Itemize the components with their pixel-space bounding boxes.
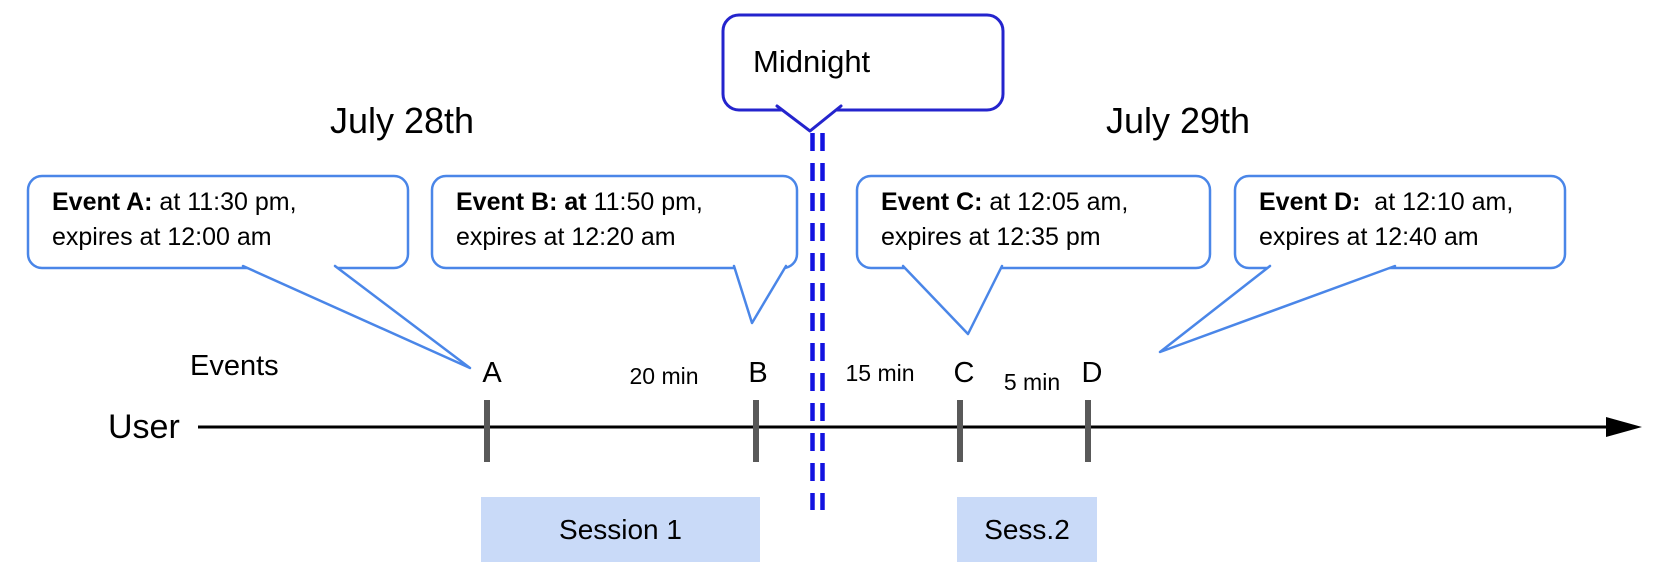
session-1-bar: Session 1: [481, 497, 760, 562]
event-a-callout-text: Event A: at 11:30 pm, expires at 12:00 a…: [52, 185, 388, 255]
event-c-callout-box: [855, 174, 1212, 270]
gap-label-20min: 20 min: [629, 363, 699, 389]
tick-label-d: D: [1081, 357, 1103, 389]
event-b-line2: expires at 12:20 am: [456, 223, 676, 251]
event-a-line2: expires at 12:00 am: [52, 223, 272, 251]
event-b-callout-box: [430, 174, 799, 270]
event-b-callout-tail: [732, 264, 788, 325]
event-d-callout-tail: [1158, 264, 1397, 354]
event-c-line2: expires at 12:35 pm: [881, 223, 1101, 251]
event-b-line1: Event B: at 11:50 pm,: [456, 185, 777, 220]
event-c-title: Event C:: [881, 188, 983, 216]
events-row-label: Events: [190, 350, 279, 382]
event-b-callout-text: Event B: at 11:50 pm, expires at 12:20 a…: [456, 185, 777, 255]
event-d-line2: expires at 12:40 am: [1259, 223, 1479, 251]
event-a-time: at 11:30 pm,: [152, 188, 297, 216]
midnight-callout-label: Midnight: [753, 44, 871, 79]
event-a-callout-box: [26, 174, 410, 270]
event-b-time: 11:50 pm,: [586, 188, 703, 216]
tick-label-a: A: [482, 357, 502, 389]
event-d-line1: Event D: at 12:10 am,: [1259, 185, 1545, 220]
event-d-callout-box: [1233, 174, 1567, 270]
session-2-bar: Sess.2: [957, 497, 1097, 562]
event-d-callout-text: Event D: at 12:10 am, expires at 12:40 a…: [1259, 185, 1545, 255]
user-row-label: User: [108, 408, 180, 446]
event-c-callout-text: Event C: at 12:05 am, expires at 12:35 p…: [881, 185, 1190, 255]
event-a-callout-tail: [241, 264, 472, 370]
midnight-callout-box: [721, 13, 1005, 112]
event-c-time: at 12:05 am,: [982, 188, 1129, 216]
session-1-label: Session 1: [559, 513, 682, 545]
tick-label-b: B: [748, 357, 768, 389]
event-a-title: Event A:: [52, 188, 153, 216]
event-d-time: at 12:10 am,: [1360, 188, 1514, 216]
midnight-callout-tail: [775, 104, 843, 133]
event-b-title: Event B: at: [456, 188, 587, 216]
timeline-arrowhead-icon: [1606, 417, 1642, 437]
date-heading-july-29: July 29th: [1105, 100, 1251, 141]
event-c-callout-tail: [901, 264, 1004, 336]
event-c-line1: Event C: at 12:05 am,: [881, 185, 1190, 220]
tick-label-c: C: [953, 357, 975, 389]
gap-label-5min: 5 min: [1003, 369, 1061, 395]
date-heading-july-28: July 28th: [329, 100, 475, 141]
event-d-title: Event D:: [1259, 188, 1361, 216]
event-a-line1: Event A: at 11:30 pm,: [52, 185, 388, 220]
session-2-label: Sess.2: [984, 513, 1070, 545]
gap-label-15min: 15 min: [845, 360, 915, 386]
